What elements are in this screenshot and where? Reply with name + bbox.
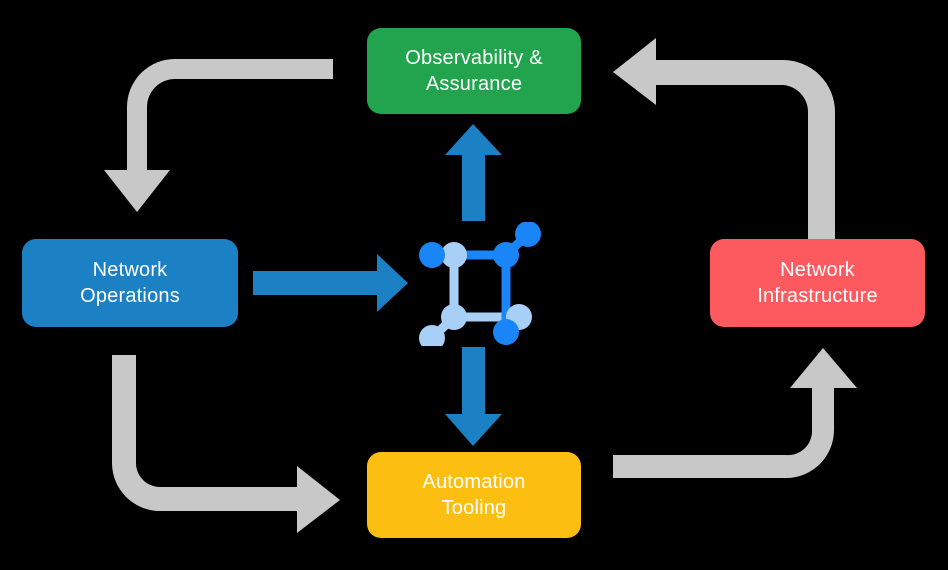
network-topology-icon: [419, 222, 541, 346]
topology-node: [493, 242, 519, 268]
blue-arrow-center-to-observability: [445, 124, 502, 221]
node-box-observability[interactable]: Observability & Assurance: [367, 28, 581, 114]
topology-node: [419, 242, 445, 268]
topology-node: [419, 325, 445, 346]
gray-arrow-observability-to-operations: [104, 59, 333, 212]
topology-node: [515, 222, 541, 247]
topology-node: [441, 304, 467, 330]
node-box-network-infrastructure[interactable]: Network Infrastructure: [710, 239, 925, 327]
node-label-observability: Observability & Assurance: [405, 46, 543, 95]
gray-arrow-infrastructure-to-observability: [613, 38, 835, 240]
node-label-network-operations: Network Operations: [80, 258, 180, 307]
blue-arrow-operations-to-center: [253, 254, 408, 312]
node-box-network-operations[interactable]: Network Operations: [22, 239, 238, 327]
node-box-automation-tooling[interactable]: Automation Tooling: [367, 452, 581, 538]
node-label-automation-tooling: Automation Tooling: [422, 470, 526, 519]
topology-node: [441, 242, 467, 268]
topology-node: [493, 319, 519, 345]
gray-arrow-automation-to-infrastructure: [613, 348, 857, 478]
blue-arrow-center-to-automation: [445, 347, 502, 446]
node-label-network-infrastructure: Network Infrastructure: [757, 258, 878, 307]
gray-arrow-operations-to-automation: [112, 355, 340, 533]
